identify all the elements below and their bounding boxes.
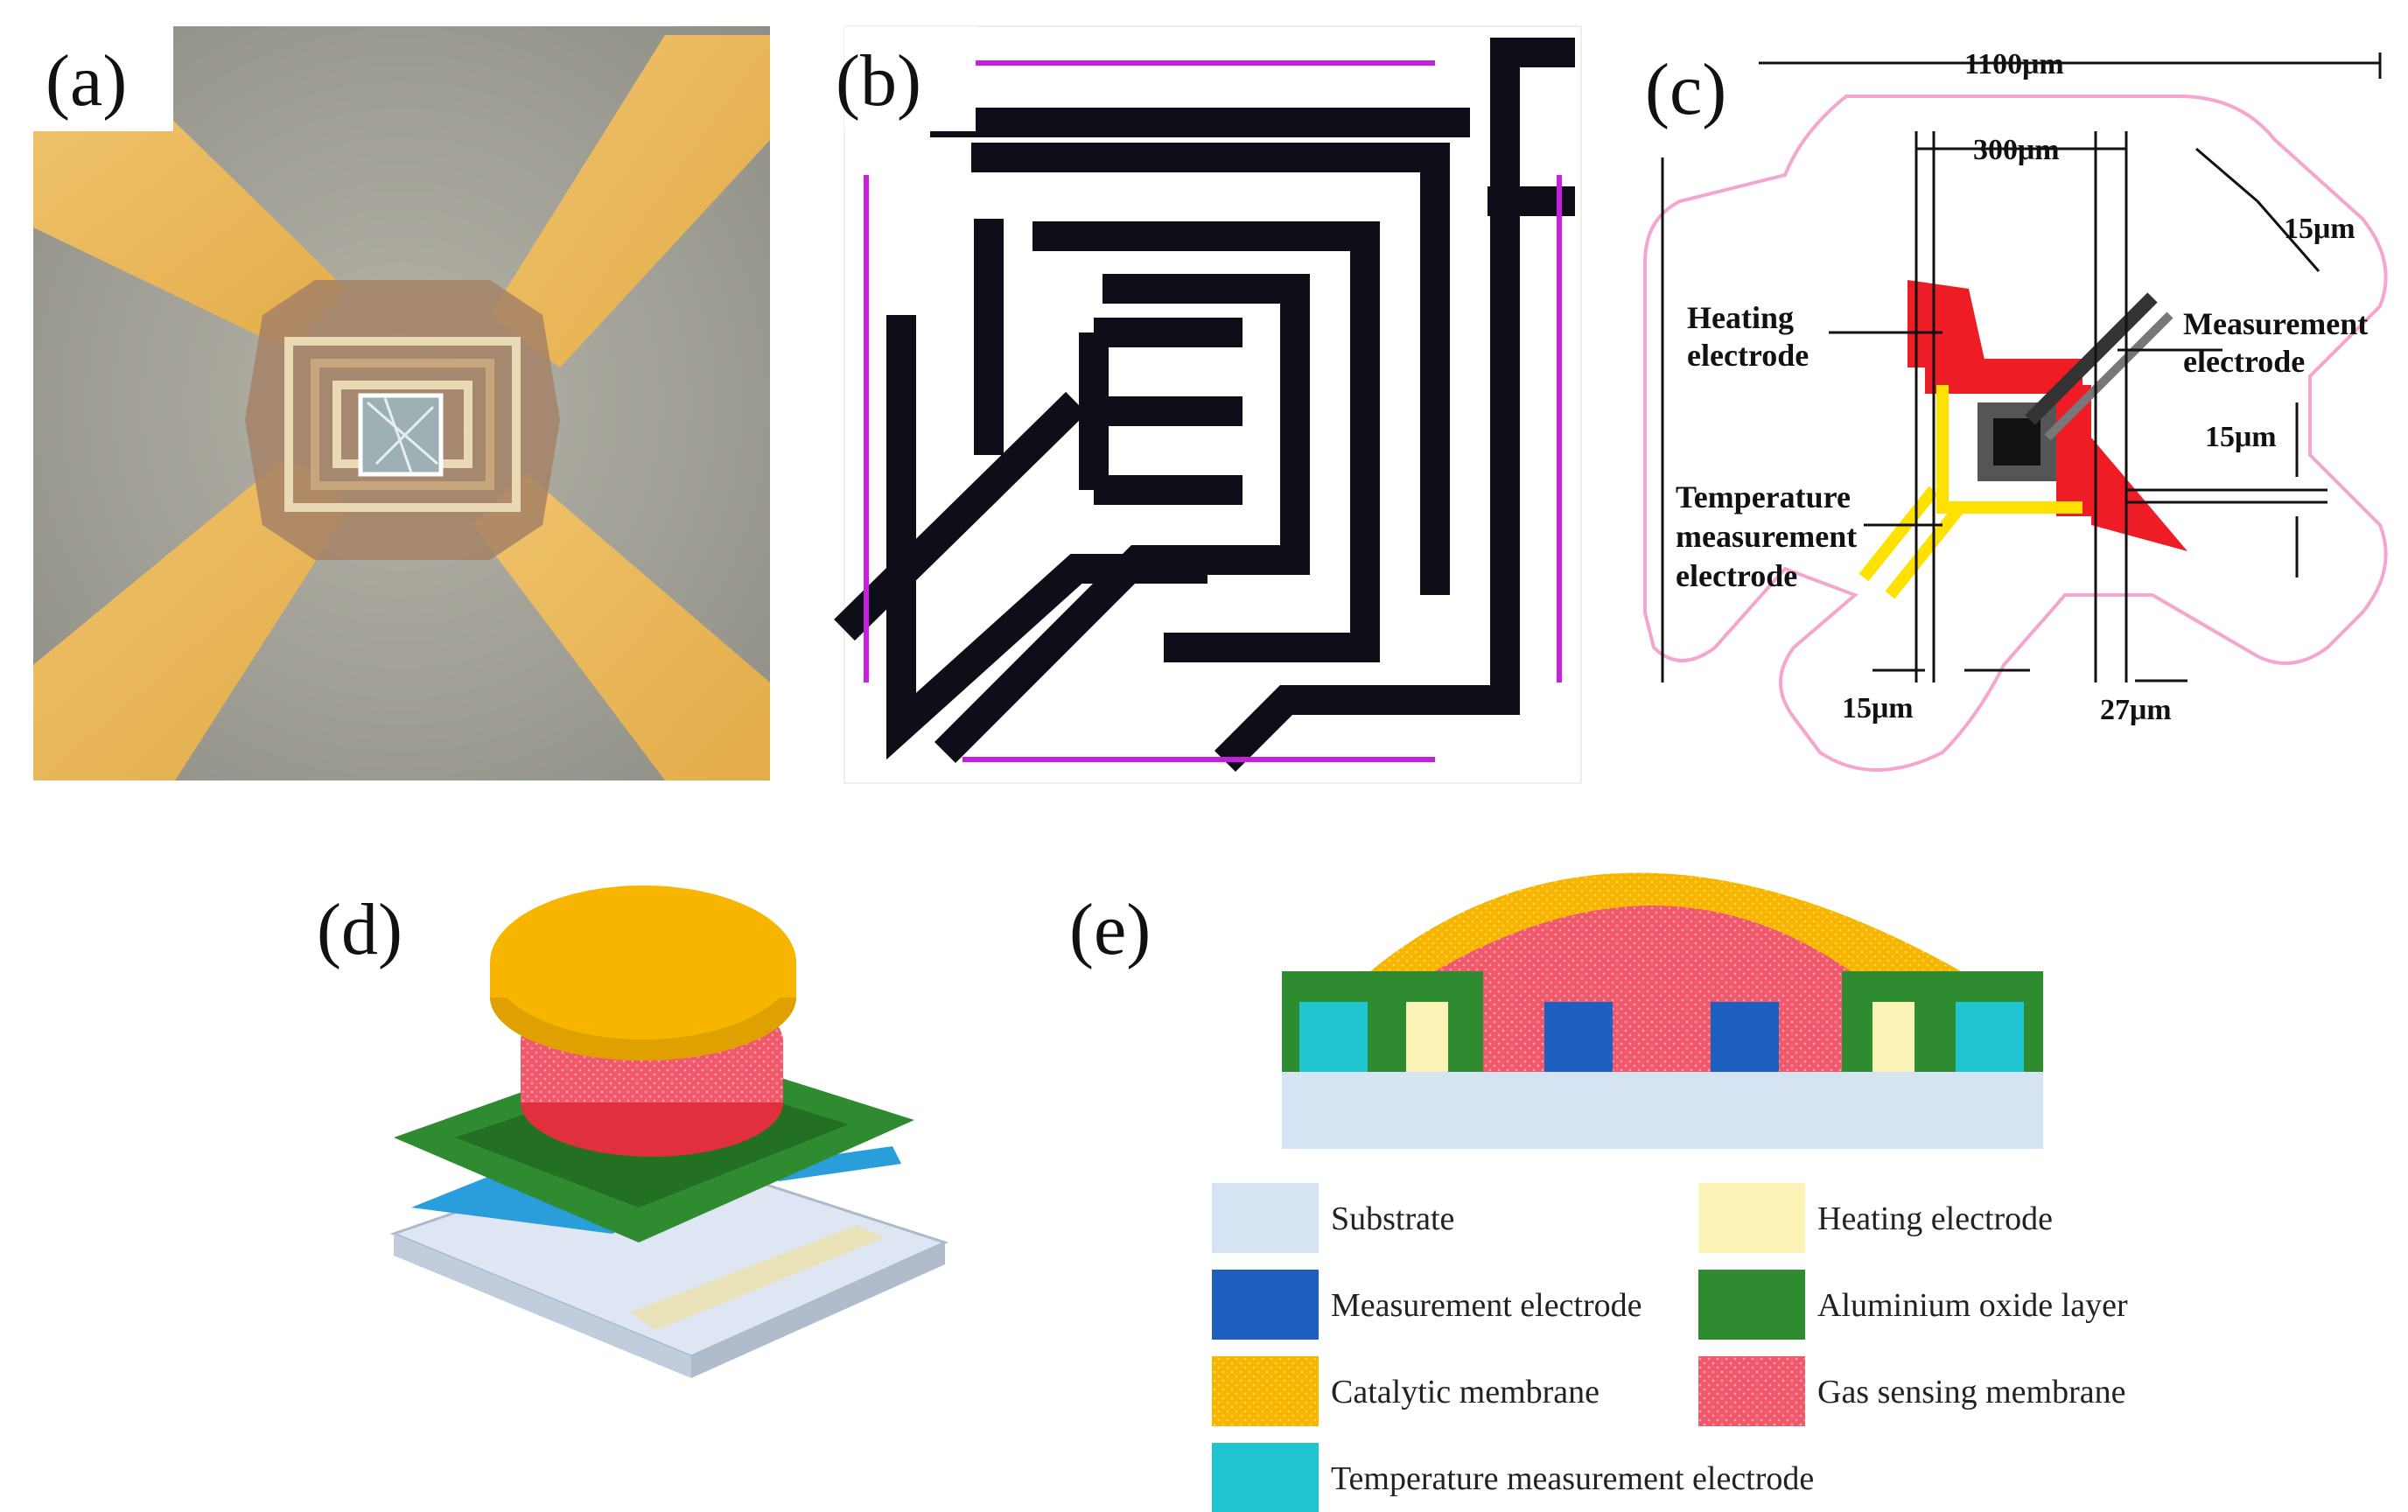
membrane-cross-outline <box>1643 94 2388 772</box>
dim-trace-top: 15μm <box>2284 213 2356 245</box>
dim-center-width: 300μm <box>1973 134 2060 166</box>
panel-d-letter: (d) <box>317 889 402 970</box>
legend-label: Gas sensing membrane <box>1817 1374 2125 1410</box>
panel-b: (b) <box>834 25 1582 784</box>
legend-label: Substrate <box>1331 1200 1454 1237</box>
panel-b-letter: (b) <box>836 40 921 122</box>
legend-label: Catalytic membrane <box>1331 1374 1600 1410</box>
legend-label: Measurement electrode <box>1331 1287 1642 1324</box>
heating-layer-3d <box>630 1225 884 1330</box>
legend-swatch <box>1212 1270 1319 1340</box>
temp-electrode-left <box>1299 1002 1368 1072</box>
panel-a-letter: (a) <box>46 40 127 122</box>
legend-swatch <box>1212 1183 1319 1253</box>
panel-e: (e) Substrate Heating electrodeMeasuremen… <box>1069 872 2128 1512</box>
measurement-electrode-pattern <box>1978 292 2174 481</box>
legend-swatch <box>1698 1270 1805 1340</box>
label-measurement-1: Measurement <box>2183 306 2368 341</box>
heater-pattern <box>1908 280 2188 551</box>
heating-electrode-right <box>1872 1002 1914 1072</box>
legend-swatch <box>1698 1356 1805 1426</box>
dim-gap-bottom: 27μm <box>2100 694 2172 726</box>
panel-a: (a) <box>33 26 770 780</box>
measurement-electrode-left <box>1544 1002 1613 1072</box>
magenta-edges <box>864 60 1562 762</box>
panel-e-letter: (e) <box>1069 889 1151 970</box>
measurement-electrode-right <box>1711 1002 1779 1072</box>
label-temp-1: Temperature <box>1676 480 1851 514</box>
label-temp-2: measurement <box>1676 519 1857 554</box>
panel-c-letter: (c) <box>1645 49 1726 130</box>
dimension-lines <box>1661 52 2382 682</box>
legend-label: Heating electrode <box>1817 1200 2053 1237</box>
legend-label: Temperature measurement electrode <box>1331 1460 1814 1497</box>
legend-swatch <box>1698 1183 1805 1253</box>
gold-leads <box>33 35 770 780</box>
dim-overall-width: 1100μm <box>1964 48 2064 80</box>
dim-trace-bottom: 15μm <box>1842 692 1914 724</box>
label-heating-2: electrode <box>1687 338 1809 373</box>
label-temp-3: electrode <box>1676 558 1797 593</box>
temp-electrode-right <box>1956 1002 2024 1072</box>
legend-swatch <box>1212 1443 1319 1512</box>
legend-swatch <box>1212 1356 1319 1426</box>
temperature-electrode-pattern <box>1858 385 2082 599</box>
dim-trace-right: 15μm <box>2205 421 2277 453</box>
label-measurement-2: electrode <box>2183 344 2305 379</box>
substrate-section <box>1282 1072 2043 1149</box>
legend-label: Aluminium oxide layer <box>1817 1287 2128 1324</box>
panel-c: (c) <box>1643 48 2388 772</box>
panel-d: (d) <box>317 886 949 1378</box>
label-heating-1: Heating <box>1687 300 1794 335</box>
heating-electrode-left <box>1406 1002 1448 1072</box>
